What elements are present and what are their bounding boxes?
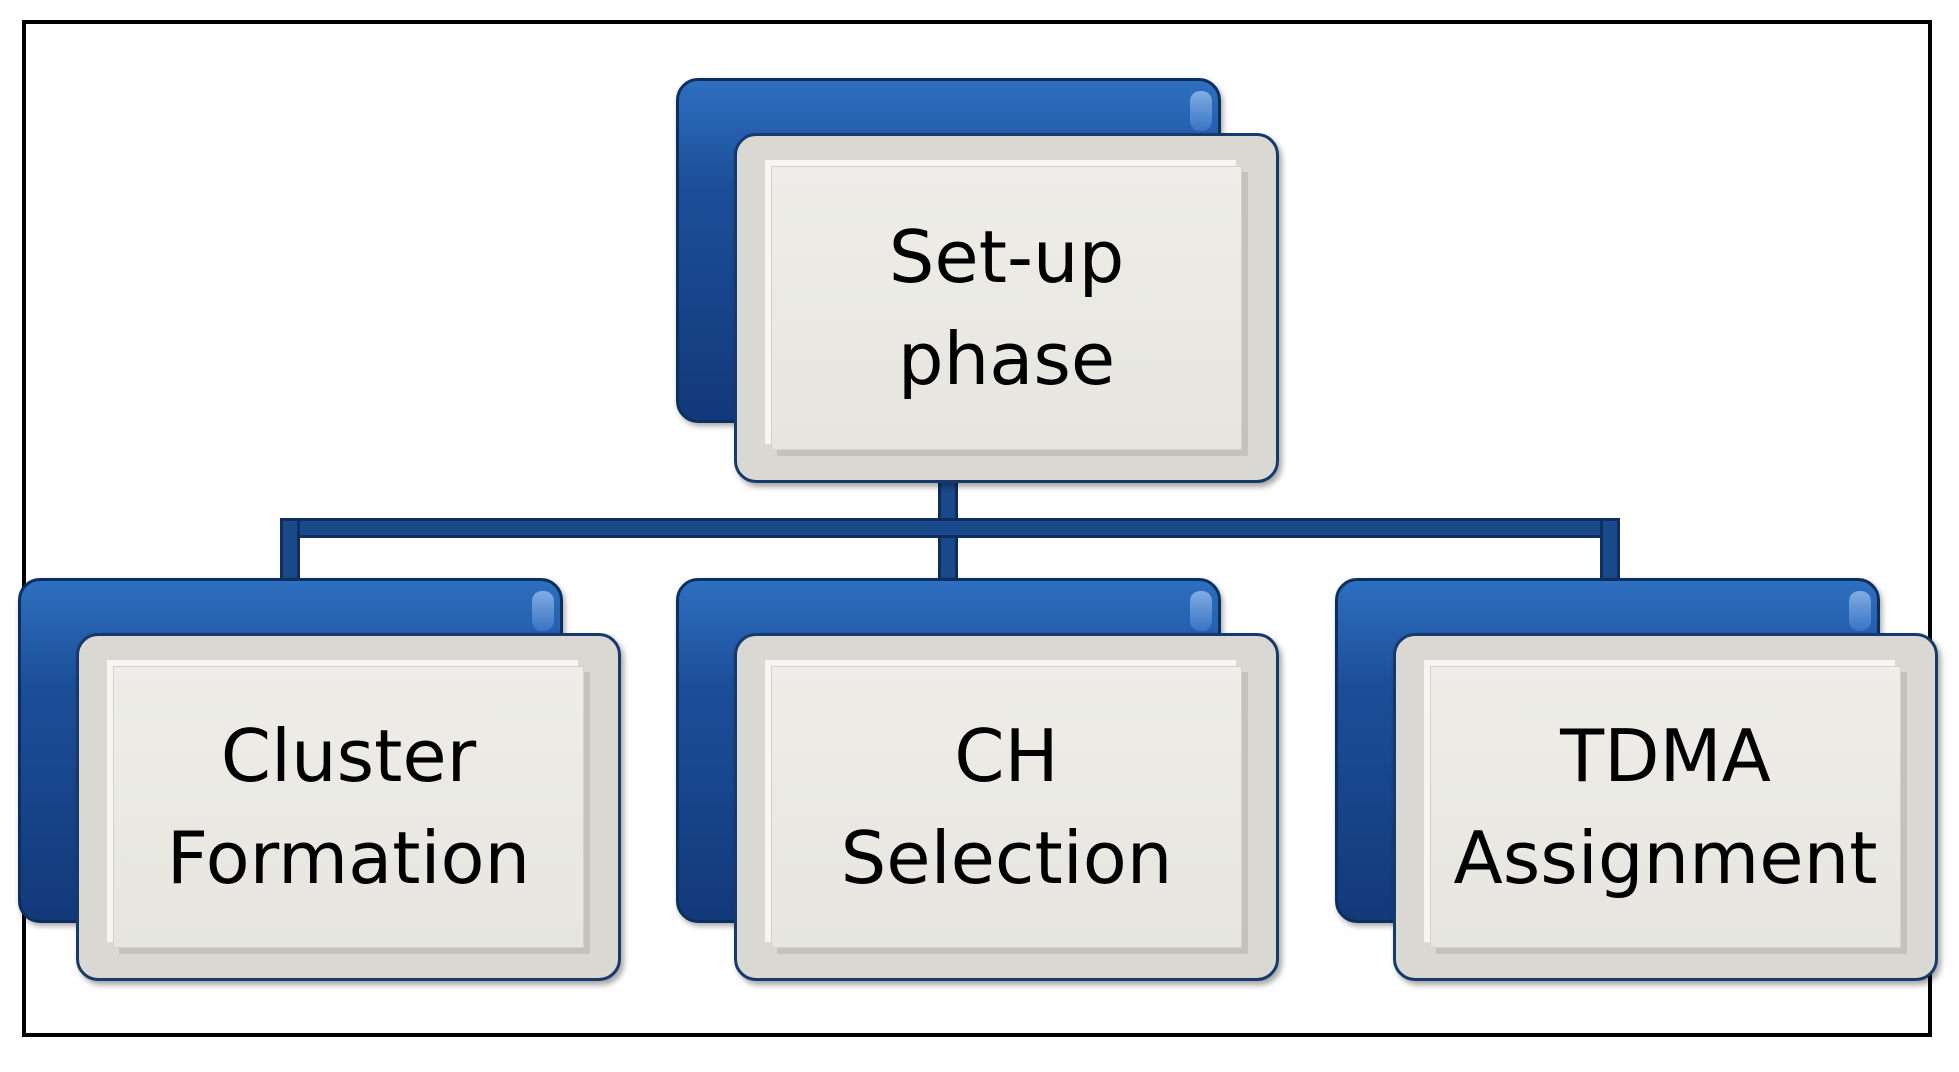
root-node-bevel xyxy=(771,166,1242,450)
child-node-3-bevel xyxy=(1430,666,1901,948)
connector-left-drop xyxy=(280,518,300,583)
connector-right-drop xyxy=(1600,518,1620,583)
child-node-ch-selection: CH Selection xyxy=(676,578,1281,983)
root-node-label: Set-up phase xyxy=(888,215,1125,401)
child-node-3-front-box: TDMA Assignment xyxy=(1393,633,1938,981)
child-node-cluster-formation: Cluster Formation xyxy=(18,578,623,983)
root-node-front-box: Set-up phase xyxy=(734,133,1279,483)
connector-horizontal-bar xyxy=(280,518,1620,538)
child-node-2-front-box: CH Selection xyxy=(734,633,1279,981)
child-node-2-label: CH Selection xyxy=(840,714,1173,900)
root-node-set-up-phase: Set-up phase xyxy=(676,78,1281,485)
child-node-1-front-box: Cluster Formation xyxy=(76,633,621,981)
child-node-1-bevel xyxy=(113,666,584,948)
child-node-3-label: TDMA Assignment xyxy=(1453,714,1878,900)
child-node-tdma-assignment: TDMA Assignment xyxy=(1335,578,1940,983)
child-node-1-label: Cluster Formation xyxy=(166,714,531,900)
child-node-2-bevel xyxy=(771,666,1242,948)
